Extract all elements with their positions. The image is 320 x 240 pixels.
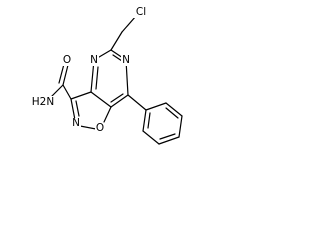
molecule-structure: Cl N N N O O H2N — [32, 6, 183, 145]
bond-c7a-c3a — [90, 91, 112, 108]
bond-c7-phenyl — [127, 94, 147, 111]
chlorine-label: Cl — [136, 6, 146, 18]
bond-c3a-c3 — [70, 91, 92, 100]
bond-c3-n2 — [70, 98, 76, 121]
bond-phenyl-1-2 — [145, 102, 167, 111]
amide-oxygen-label: O — [63, 54, 71, 66]
bond-n2-o1 — [79, 125, 97, 130]
pyrimidine-nitrogen-right-label: N — [122, 54, 130, 66]
bond-o1-c7a — [103, 106, 112, 123]
bond-camide-o-double — [58, 63, 65, 84]
bond-phenyl-6-1-double — [147, 112, 151, 129]
atom-labels: Cl N N N O O H2N — [32, 6, 152, 134]
pyrimidine-nitrogen-top-label: N — [90, 54, 98, 66]
bond-c7-c7a-double — [110, 93, 124, 103]
bonds — [49, 15, 183, 145]
bond-c3-camide — [62, 84, 72, 100]
bond-c3-n2-double — [75, 100, 80, 117]
bond-c3a-n4-double — [95, 66, 99, 90]
bond-ch2-c5 — [110, 31, 123, 51]
bond-camide-n — [49, 84, 64, 99]
bond-phenyl-4-5-double — [159, 133, 176, 140]
isoxazole-nitrogen-label: N — [72, 117, 80, 129]
bond-phenyl-6-1 — [142, 109, 147, 132]
amide-nitrogen-label: H2N — [32, 96, 54, 108]
bond-camide-o — [62, 64, 69, 86]
bond-c7-c7a — [110, 94, 129, 108]
bond-phenyl-4-5 — [158, 136, 180, 145]
bond-cl-ch2 — [121, 15, 137, 33]
bond-phenyl-5-6 — [142, 130, 160, 145]
bond-phenyl-2-3 — [165, 102, 183, 117]
bond-phenyl-3-4 — [178, 115, 183, 138]
isoxazole-oxygen-label: O — [96, 122, 104, 134]
bond-phenyl-2-3-double — [165, 107, 179, 119]
bond-c5-n6-double — [112, 54, 123, 62]
